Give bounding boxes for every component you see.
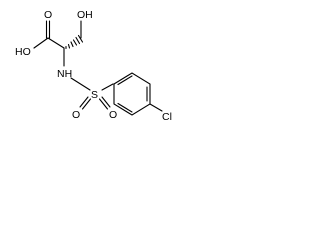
molecule-structure: O HO OH NH S O O Cl <box>15 9 172 123</box>
bond-c-oh <box>33 37 49 49</box>
ring-double-1 <box>117 75 133 86</box>
bond-s-o-right-a <box>101 96 111 108</box>
atom-hydroxyl-oh: OH <box>77 9 93 21</box>
atom-sulfonyl-o-left: O <box>72 109 80 121</box>
bond-n-s <box>70 77 91 91</box>
sulfonyl-group <box>79 96 111 110</box>
atom-sulfur: S <box>91 89 98 101</box>
carboxyl-group <box>33 20 51 49</box>
atom-carbonyl-o: O <box>44 9 52 21</box>
bond-s-o-left-a <box>79 96 89 108</box>
atom-amine-nh: NH <box>57 68 72 80</box>
atom-sulfonyl-o-right: O <box>109 109 117 121</box>
benzene-ring <box>113 72 151 116</box>
bond-ring-cl <box>149 103 163 112</box>
stereo-hash-bond <box>65 34 84 50</box>
bond-s-ring <box>101 83 114 91</box>
bond-s-o-left-b <box>81 98 92 110</box>
ring-double-3 <box>117 102 133 113</box>
bond-s-o-right-b <box>98 98 109 110</box>
bond-c-calpha <box>47 37 65 49</box>
atom-acid-oh: HO <box>15 46 31 58</box>
atom-chlorine: Cl <box>162 111 172 123</box>
